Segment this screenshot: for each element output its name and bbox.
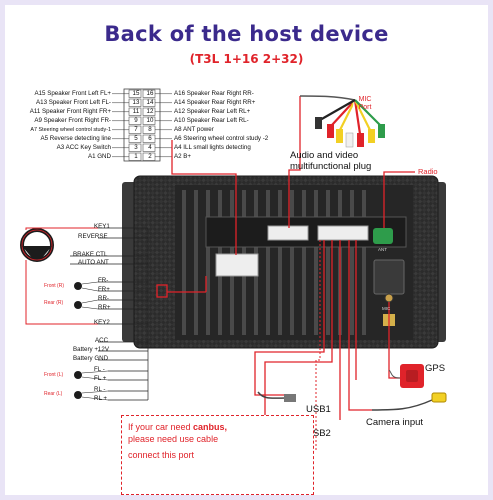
pin-label: A14 Speaker Rear Right RR+ xyxy=(174,99,256,106)
page-title: Back of the host device xyxy=(104,22,389,46)
usb1-label: USB1 xyxy=(306,404,331,415)
left-wires xyxy=(70,227,149,401)
usb1-cable-icon xyxy=(257,391,296,402)
mic-port-label: MIC Port xyxy=(358,96,372,111)
guide-lines xyxy=(156,96,415,430)
pin-label: A5 Reverse detecting line xyxy=(40,135,111,142)
host-unit xyxy=(122,175,446,349)
camera-input-label: Camera input xyxy=(366,417,424,428)
pin-label: A2 B+ xyxy=(174,153,192,160)
steering-wheel-icon xyxy=(20,228,54,262)
camera-plug-icon xyxy=(371,392,447,411)
usb2-label: USB2 xyxy=(306,428,331,439)
speaker-icons xyxy=(74,282,82,399)
pin-label: A1 GND xyxy=(87,153,111,160)
pin-label: A16 Speaker Rear Right RR- xyxy=(174,90,254,97)
pin-label: A11 Speaker Front Right FR+ xyxy=(29,108,111,115)
pin-label: A15 Speaker Front Left FL+ xyxy=(34,90,111,97)
canbus-note-line1: If your car need xyxy=(128,422,194,432)
canbus-guide xyxy=(315,240,321,450)
pin-label: A4 ILL small lights detecting xyxy=(174,144,251,151)
ant-port-label: ANT xyxy=(378,247,387,252)
pin-label: A6 Steering wheel control study -2 xyxy=(174,135,269,142)
pin-label: A7 Steering wheel control study-1 xyxy=(30,127,111,133)
mic-port-label-unit: MIC xyxy=(382,306,391,311)
gps-antenna-icon xyxy=(388,364,424,388)
pin-label: A8 ANT power xyxy=(174,126,214,133)
pin-connector xyxy=(112,88,172,162)
pin-label: A9 Speaker Front Right FR- xyxy=(34,117,111,124)
canbus-note-line2: please need use cable xyxy=(128,434,219,444)
pin-label: A12 Speaker Rear Left RL+ xyxy=(174,108,251,115)
pin-label: A13 Speaker Front Left FL- xyxy=(36,99,111,106)
av-cable-icon xyxy=(299,95,385,148)
pin-label: A3 ACC Key Switch xyxy=(56,144,111,151)
page-subtitle: (T3L 1+16 2+32) xyxy=(189,52,304,66)
canbus-keyword: canbus, xyxy=(193,422,228,432)
canbus-note-line3: connect this port xyxy=(128,450,195,460)
canbus-note: If your car need canbus, please need use… xyxy=(121,415,314,495)
pin-label: A10 Speaker Rear Left RL- xyxy=(174,117,249,124)
radio-label: Radio xyxy=(418,167,438,176)
gps-label: GPS xyxy=(425,363,446,374)
av-plug-label: Audio and video multifunctional plug xyxy=(290,150,372,172)
